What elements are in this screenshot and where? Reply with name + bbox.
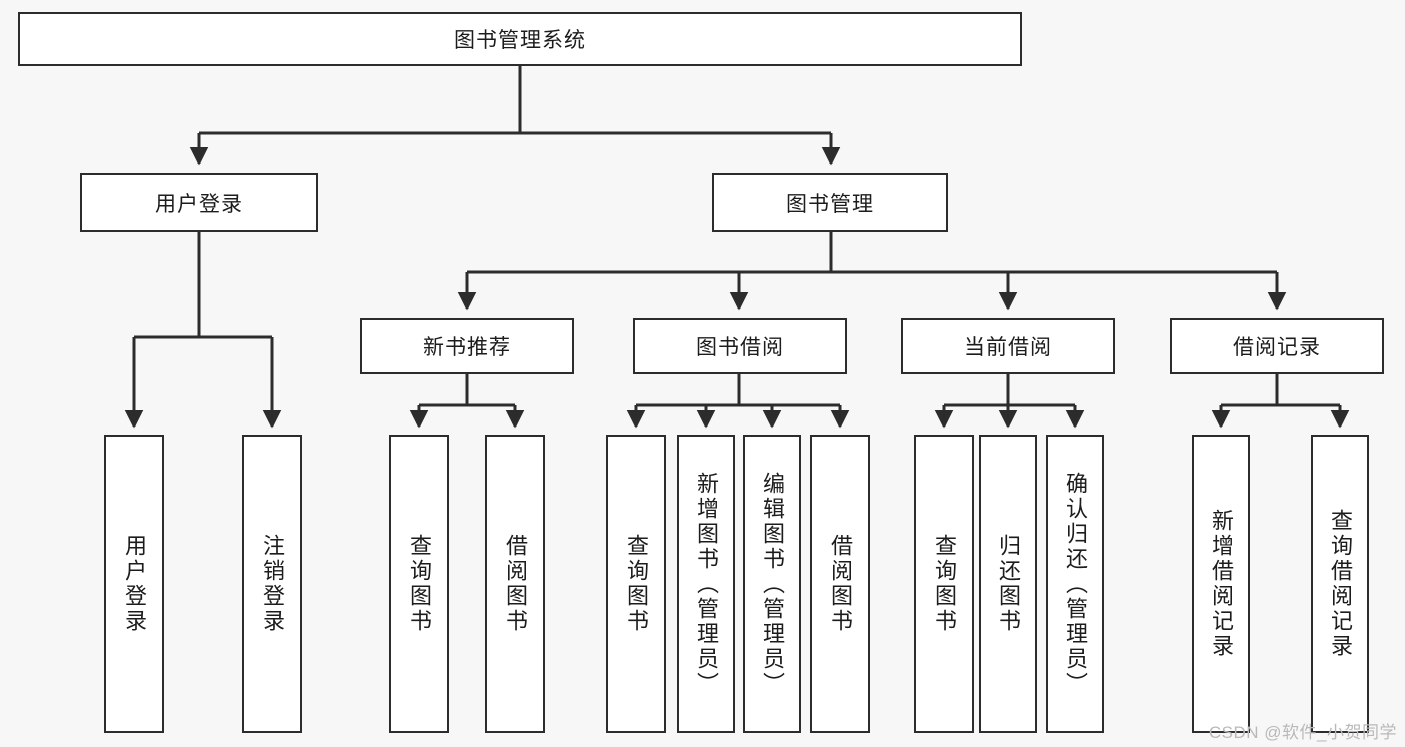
node-root-label: 图书管理系统 [454,29,586,52]
node-leaf-borrow-book-1[interactable]: 借阅图书 [485,435,545,733]
node-leaf-edit-book-label: 编辑图书（管理员） [759,471,785,697]
node-borrow-record-label: 借阅记录 [1233,336,1321,359]
node-leaf-query-book-1[interactable]: 查询图书 [389,435,449,733]
node-current-borrow-label: 当前借阅 [964,336,1052,359]
node-leaf-query-book-3[interactable]: 查询图书 [914,435,974,733]
node-leaf-logout[interactable]: 注销登录 [242,435,302,733]
node-leaf-add-record[interactable]: 新增借阅记录 [1192,435,1250,733]
node-leaf-user-login[interactable]: 用户登录 [104,435,164,733]
node-user-login-label: 用户登录 [155,192,243,216]
node-leaf-confirm-return-label: 确认归还（管理员） [1062,471,1088,697]
node-leaf-user-login-label: 用户登录 [121,534,147,634]
node-leaf-add-record-label: 新增借阅记录 [1208,509,1234,659]
node-book-manage-label: 图书管理 [786,192,874,216]
node-leaf-return-book-label: 归还图书 [995,534,1021,634]
node-current-borrow[interactable]: 当前借阅 [901,318,1115,374]
node-leaf-add-book-label: 新增图书（管理员） [693,471,719,697]
node-leaf-query-record[interactable]: 查询借阅记录 [1311,435,1369,733]
node-root[interactable]: 图书管理系统 [18,12,1022,66]
node-new-book-recommend-label: 新书推荐 [423,336,511,359]
node-leaf-logout-label: 注销登录 [259,534,285,634]
node-leaf-add-book[interactable]: 新增图书（管理员） [677,435,735,733]
node-borrow-record[interactable]: 借阅记录 [1170,318,1384,374]
node-leaf-query-book-1-label: 查询图书 [406,534,432,634]
node-leaf-query-record-label: 查询借阅记录 [1327,509,1353,659]
node-leaf-borrow-book-2-label: 借阅图书 [827,534,853,634]
node-leaf-query-book-2[interactable]: 查询图书 [606,435,666,733]
node-book-borrow-label: 图书借阅 [696,336,784,359]
node-leaf-query-book-3-label: 查询图书 [931,534,957,634]
node-leaf-borrow-book-2[interactable]: 借阅图书 [810,435,870,733]
node-leaf-borrow-book-1-label: 借阅图书 [502,534,528,634]
node-book-manage[interactable]: 图书管理 [712,173,948,232]
node-leaf-edit-book[interactable]: 编辑图书（管理员） [743,435,801,733]
node-leaf-query-book-2-label: 查询图书 [623,534,649,634]
node-new-book-recommend[interactable]: 新书推荐 [360,318,574,374]
node-user-login[interactable]: 用户登录 [80,173,318,232]
node-leaf-return-book[interactable]: 归还图书 [979,435,1037,733]
node-book-borrow[interactable]: 图书借阅 [633,318,847,374]
watermark: CSDN @软件_小贺同学 [1208,723,1397,742]
node-leaf-confirm-return[interactable]: 确认归还（管理员） [1046,435,1104,733]
